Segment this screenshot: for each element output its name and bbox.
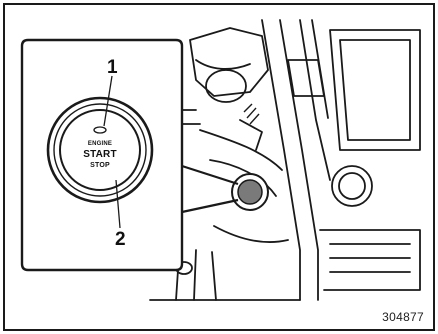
callout-number-2: 2 (115, 230, 126, 249)
dash-start-button (232, 174, 268, 210)
button-text-start: START (70, 150, 130, 160)
figure-code: 304877 (382, 310, 424, 324)
indicator-lamp (94, 127, 106, 133)
button-text-stop: STOP (70, 162, 130, 169)
callout-number-1: 1 (107, 58, 118, 77)
button-text-engine: ENGINE (70, 141, 130, 147)
